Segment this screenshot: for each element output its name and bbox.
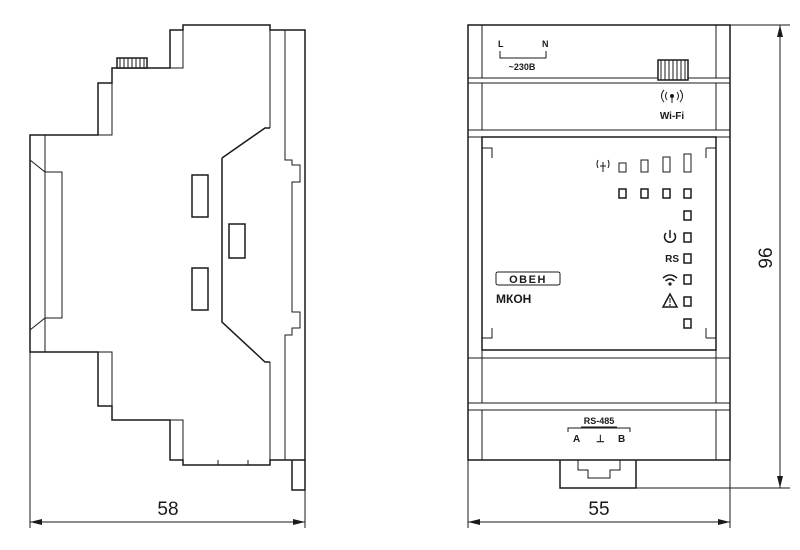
signal-antenna-icon [596, 159, 610, 172]
power-terminal: L N ~230В [498, 39, 549, 72]
front-width-value: 55 [588, 499, 609, 520]
antenna-icon [661, 89, 683, 103]
rs485-terminal: RS-485 A ⊥ B [567, 416, 631, 445]
height-value: 96 [756, 247, 777, 268]
side-view: 58 [29, 24, 306, 528]
side-antenna-connector [116, 57, 148, 69]
rs-label: RS [665, 254, 679, 265]
power-icon [663, 230, 677, 244]
terminal-a-label: A [573, 434, 580, 445]
model-name: МКОН [496, 292, 531, 306]
wifi-icon [662, 274, 678, 286]
terminal-b-label: B [618, 434, 625, 445]
terminal-n-label: N [542, 39, 549, 49]
brand-logo: ОВЕН [495, 271, 561, 286]
front-view: L N ~230В Wi-Fi [467, 24, 790, 528]
warning-icon [661, 292, 679, 308]
rs485-title: RS-485 [584, 416, 615, 426]
wifi-label: Wi-Fi [660, 111, 685, 122]
front-antenna-connector [657, 59, 689, 81]
terminal-gnd-label: ⊥ [596, 434, 605, 445]
dimension-height: 96 [636, 24, 790, 489]
terminal-l-label: L [498, 39, 504, 49]
signal-bars-icon [618, 153, 692, 173]
side-width-value: 58 [157, 499, 178, 520]
dimension-front-width: 55 [467, 460, 731, 528]
dimension-side-width: 58 [29, 352, 306, 528]
voltage-label: ~230В [509, 62, 536, 72]
logo-text: ОВЕН [509, 274, 547, 286]
led-indicators: RS [596, 153, 692, 329]
